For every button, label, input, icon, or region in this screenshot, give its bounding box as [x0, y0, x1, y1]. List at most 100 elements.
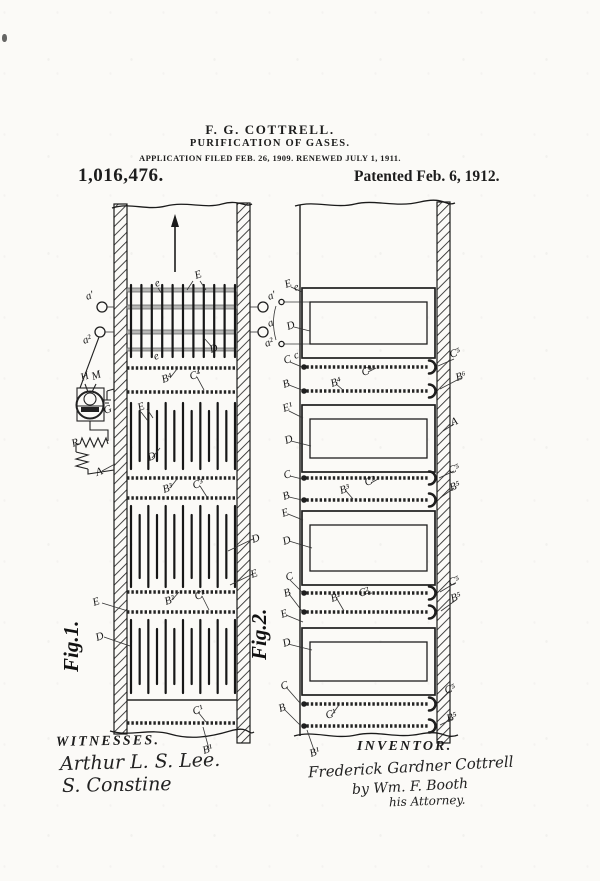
leader-line — [101, 463, 116, 472]
leader-line — [288, 593, 303, 612]
fig1-right-wall — [236, 202, 251, 744]
annotation-leader-lines — [101, 280, 462, 754]
leader-line — [288, 410, 304, 419]
wall-hook — [427, 696, 437, 712]
leader-line — [287, 643, 313, 651]
frame-electrode-outer — [301, 510, 436, 586]
figure-annotation: B — [281, 377, 292, 391]
fig1-terminal-circles — [94, 301, 269, 338]
leader-line — [101, 602, 129, 612]
figure-annotation: B — [281, 489, 292, 503]
figure-annotation: B² — [163, 593, 177, 608]
leader-line — [283, 708, 301, 726]
figure-annotation: M — [89, 368, 103, 383]
leader-line — [196, 376, 205, 391]
plate-electrode-inner — [309, 301, 428, 345]
plate-end-curl — [301, 609, 307, 615]
figure-annotation: E — [135, 400, 147, 414]
figure-annotation: D — [282, 433, 295, 447]
plate-end-curl — [301, 590, 307, 596]
figure-annotation: C — [282, 353, 294, 367]
figure-annotation: E — [278, 607, 290, 621]
figure-annotation: D — [249, 532, 262, 546]
figure-annotation: E — [192, 268, 204, 282]
leader-line — [287, 513, 304, 521]
leader-line — [103, 636, 131, 647]
electrical-apparatus — [74, 336, 115, 475]
figure-annotation: a — [266, 316, 276, 329]
leader-line — [199, 485, 208, 498]
plate-electrode-inner — [309, 524, 428, 572]
leader-line — [288, 384, 303, 391]
figure-annotation: C⁵ — [448, 346, 463, 361]
leader-line — [157, 287, 163, 295]
figure-annotation: E — [282, 277, 294, 291]
figure-annotation: R — [69, 436, 81, 450]
witness-signature-2: S. Constine — [61, 773, 172, 797]
inventor-heading: INVENTOR. — [357, 739, 453, 754]
leader-line — [437, 358, 455, 367]
leader-line — [288, 496, 303, 501]
fig1-discharge-electrodes — [129, 283, 237, 695]
figure-annotation: e — [292, 281, 301, 294]
leader-line — [201, 595, 210, 611]
leader-line — [186, 280, 194, 291]
leader-line — [336, 598, 345, 612]
leader-line — [289, 475, 303, 480]
fig2-electrode-frames — [278, 287, 436, 696]
gas-flow-arrowhead — [171, 214, 179, 227]
frame-electrode-outer — [301, 627, 436, 696]
figure-annotation: c — [292, 349, 301, 362]
figure-annotation: a′ — [266, 289, 278, 303]
figure-annotation: a² — [263, 335, 276, 350]
figure-annotation: e — [152, 350, 161, 363]
figure-annotation: e — [153, 277, 162, 290]
a-bracket — [273, 305, 277, 341]
leader-line — [146, 408, 154, 419]
fig1-collecting-plates — [127, 366, 237, 725]
leader-line — [289, 579, 303, 593]
resistor-zigzag-2 — [74, 451, 90, 470]
leader-line — [330, 704, 340, 717]
leader-line — [202, 726, 210, 750]
figure-annotation: B³ — [161, 481, 175, 496]
figure-annotation: a² — [81, 332, 94, 347]
fig1-left-wall — [113, 203, 128, 735]
leader-line — [151, 447, 161, 459]
figure-annotation: D — [280, 636, 293, 650]
figure-annotation: B² — [329, 590, 343, 605]
leader-line — [440, 599, 457, 612]
fig2-collecting-plates — [301, 359, 437, 734]
leader-line — [140, 411, 149, 422]
wall-hook — [427, 492, 437, 508]
plate-end-curl — [301, 723, 307, 729]
figure-annotation: C — [284, 570, 296, 584]
figure-annotation: C² — [357, 585, 372, 600]
fig1-label: Fig.1. — [59, 621, 83, 673]
figure-annotation: C¹ — [191, 703, 205, 718]
plate-end-curl — [301, 497, 307, 503]
figure-annotation: E — [90, 595, 102, 609]
leader-line — [171, 591, 180, 601]
figure-annotation: D — [280, 534, 293, 548]
figure-annotation: E — [279, 506, 291, 520]
patent-number: 1,016,476. — [78, 165, 164, 186]
plate-end-curl — [301, 364, 307, 370]
figure-annotation: B — [277, 701, 288, 715]
frame-electrode-outer — [301, 404, 436, 473]
leader-line — [439, 377, 462, 390]
figure-annotation: A — [448, 415, 460, 429]
wall-hook — [427, 359, 437, 375]
application-filing-line: APPLICATION FILED FEB. 26, 1909. RENEWED… — [139, 153, 401, 163]
figure-annotation: B⁴ — [160, 371, 174, 386]
figure-annotation: C³ — [191, 477, 206, 492]
fig2-bottom-break-line — [293, 732, 459, 738]
leader-line — [306, 729, 316, 754]
figure-annotation: C² — [193, 588, 208, 603]
leader-line — [437, 690, 451, 704]
figure-annotation: E — [248, 567, 260, 581]
